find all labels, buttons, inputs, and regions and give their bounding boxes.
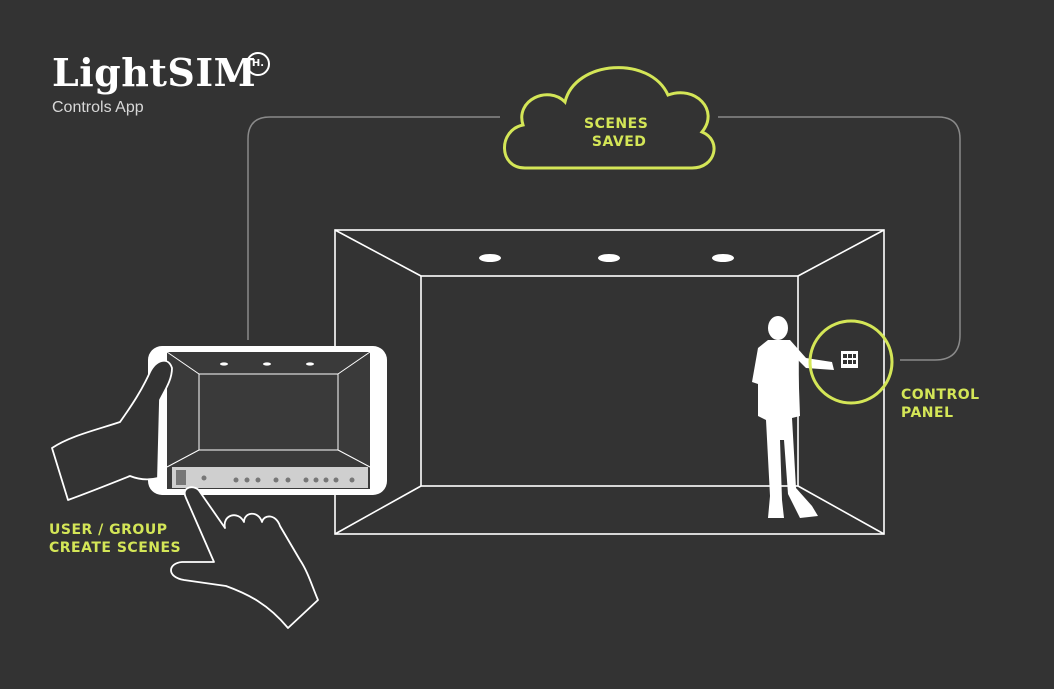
wall-control-panel bbox=[841, 351, 858, 368]
room-outline bbox=[334, 229, 885, 535]
label-line: PANEL bbox=[901, 405, 954, 421]
cloud-icon bbox=[503, 66, 716, 170]
hand-left-icon bbox=[51, 359, 173, 501]
label-user-group: USER / GROUP CREATE SCENES bbox=[49, 521, 181, 557]
brand-subtitle: Controls App bbox=[52, 99, 144, 116]
ceiling-lights bbox=[479, 254, 734, 262]
highlight-circle bbox=[808, 319, 894, 405]
ceiling-light-icon bbox=[712, 254, 734, 262]
ceiling-light-icon bbox=[598, 254, 620, 262]
label-line: SAVED bbox=[591, 134, 647, 150]
brand-title: LightSIM bbox=[52, 50, 257, 95]
label-scenes-saved: SCENES SAVED bbox=[584, 115, 648, 151]
brand-badge: H. bbox=[246, 52, 270, 76]
label-control-panel: CONTROL PANEL bbox=[901, 386, 980, 422]
label-line: CREATE SCENES bbox=[49, 540, 182, 556]
pointing-hand-icon bbox=[170, 486, 319, 629]
label-line: CONTROL bbox=[901, 387, 980, 403]
connector-right bbox=[718, 116, 961, 361]
connector-lines bbox=[247, 116, 961, 361]
connector-left bbox=[247, 116, 500, 340]
ceiling-light-icon bbox=[479, 254, 501, 262]
tablet bbox=[148, 346, 387, 495]
person-silhouette bbox=[752, 316, 834, 518]
label-line: SCENES bbox=[584, 116, 649, 132]
tablet-control-strip bbox=[172, 467, 368, 488]
brand: LightSIM Controls App bbox=[52, 50, 256, 117]
label-line: USER / GROUP bbox=[49, 522, 168, 538]
